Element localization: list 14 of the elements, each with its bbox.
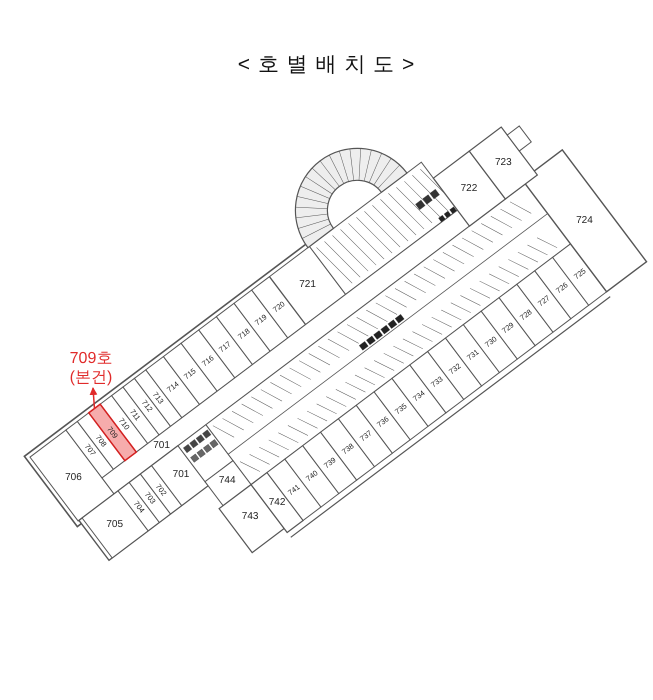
room-number: 722 [460,184,478,194]
title: < 호 별 배 치 도 > [236,52,416,78]
room-number: 724 [576,216,593,226]
room-number: 723 [494,158,512,168]
room-number: 701 [153,440,170,451]
room-number: 701 [172,470,190,480]
room-number: 705 [106,520,124,530]
room-number: 744 [218,476,236,486]
room-number: 706 [65,473,82,484]
arrow [90,387,98,409]
room-number: 721 [299,280,316,290]
callout-label: 709호 (본건) [58,349,124,387]
room-number: 743 [242,512,258,522]
room-number: 742 [268,498,286,508]
